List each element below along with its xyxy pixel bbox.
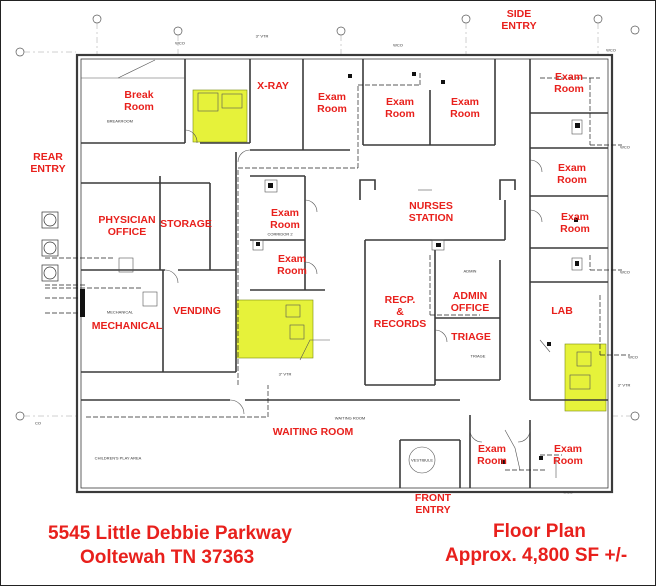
restroom-highlight-center [235, 299, 314, 359]
interior-walls [81, 59, 608, 488]
plumbing-lines [45, 73, 630, 471]
restroom-highlights [192, 89, 607, 412]
room-label-vending: VENDING [173, 305, 221, 317]
room-label-lab: LAB [551, 305, 573, 317]
tag-triage: TRIAGE [470, 353, 486, 359]
detail-lines [81, 59, 592, 478]
tag-wco-top-mid: WCO [393, 42, 403, 48]
tag-childrens-play: CHILDREN'S PLAY AREA [94, 455, 142, 461]
tag-wco-lab-upper: WCO [620, 269, 630, 275]
tag-waiting: WAITING ROOM [334, 415, 366, 421]
room-label-recp-records: RECP.&RECORDS [373, 294, 427, 330]
tag-breakroom: BREAKROOM [106, 118, 134, 124]
room-label-triage: TRIAGE [451, 331, 491, 343]
tag-corridor: CORRIDOR 2 [267, 231, 293, 237]
room-label-storage: STORAGE [160, 218, 212, 230]
tag-co-left: CO [35, 420, 41, 426]
exterior-equipment [41, 211, 85, 317]
footer-plan-area: Approx. 4,800 SF +/- [445, 545, 628, 566]
footer-address-line1: 5545 Little Debbie Parkway [48, 523, 292, 544]
footer-plan-title: Floor Plan [493, 521, 586, 542]
tag-wco-top-left: WCO [175, 40, 185, 46]
footer-address-line2: Ooltewah TN 37363 [80, 547, 255, 568]
tag-admin: ADMIN [463, 268, 477, 274]
room-label-waiting-room: WAITING ROOM [272, 426, 354, 438]
tag-vtr-top: 3" VTR [255, 33, 269, 39]
tag-wco-bottom: WCO [563, 489, 573, 495]
restroom-highlight-breakroom [192, 89, 248, 143]
tag-vestibule: VESTIBULE [410, 457, 434, 463]
exterior-walls [75, 53, 614, 494]
tag-wco-top-right: WCO [606, 47, 616, 53]
tag-wco-exam-right: WCO [620, 144, 630, 150]
room-label-mechanical: MECHANICAL [91, 320, 163, 332]
tag-mechanical: MECHANICAL [106, 309, 134, 315]
fixture-marks [256, 72, 580, 464]
tag-vtr-lab: 3" VTR [617, 382, 631, 388]
room-label-x-ray: X-RAY [257, 80, 289, 92]
tag-wco-lab: WCO [628, 354, 638, 360]
tag-vtr-center: 3" VTR [278, 371, 292, 377]
